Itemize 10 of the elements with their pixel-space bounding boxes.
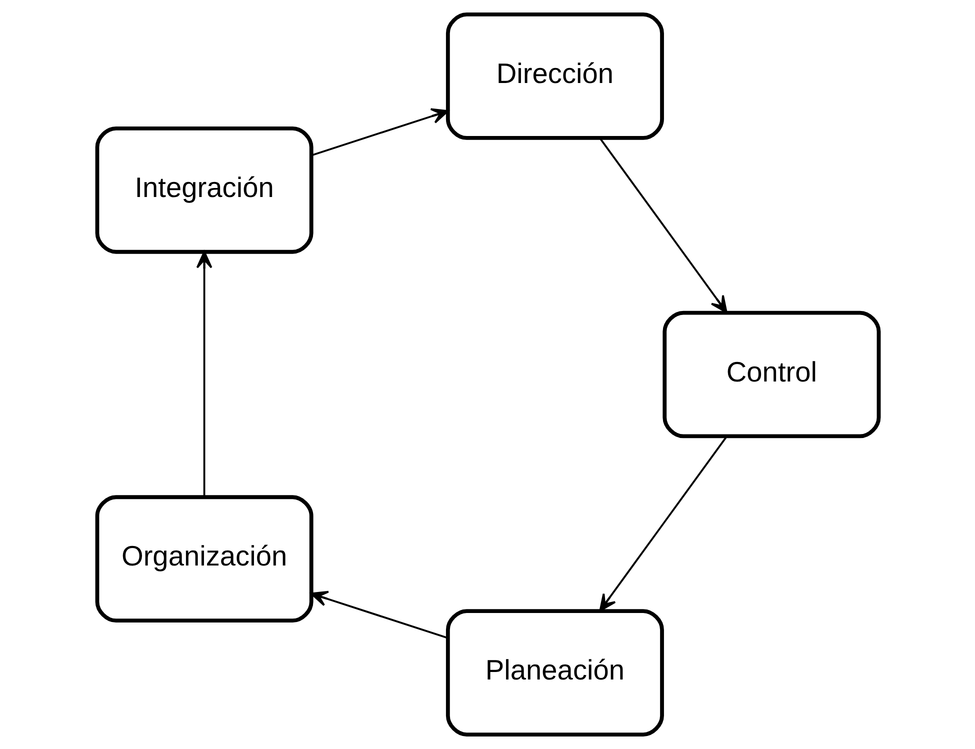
node-box: Integración [94, 126, 313, 254]
node-box: Control [662, 310, 880, 438]
arrow [598, 436, 728, 612]
node-box: Dirección [445, 12, 664, 140]
node-box: Planeación [445, 609, 664, 736]
arrow [310, 108, 448, 156]
node-box: Organización [94, 495, 313, 623]
arrow [196, 250, 212, 497]
arrow [598, 137, 727, 314]
arrow [310, 590, 448, 639]
